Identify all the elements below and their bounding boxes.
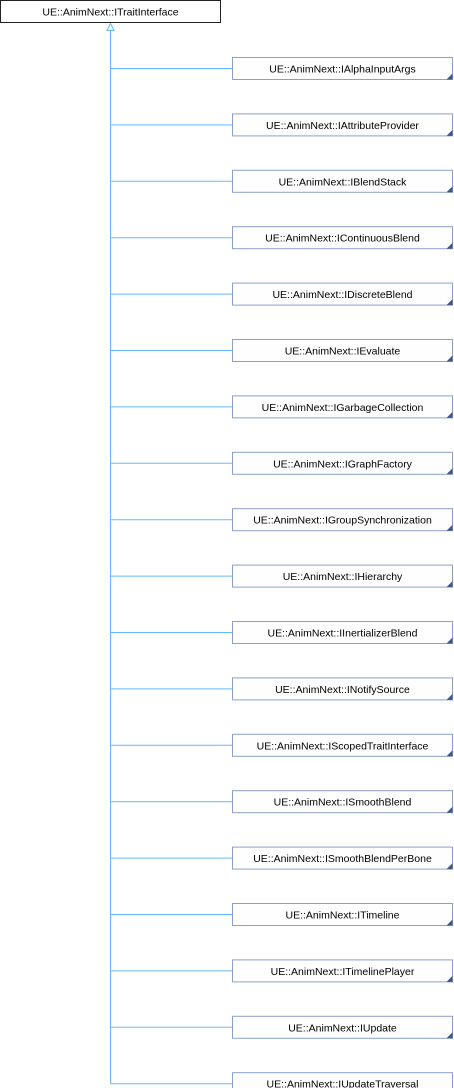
derived-class-label: UE::AnimNext::INotifySource [275,684,410,696]
derived-class-node[interactable]: UE::AnimNext::ITimelinePlayer [232,959,453,983]
derived-class-label: UE::AnimNext::IGroupSynchronization [253,515,432,527]
more-indicator-icon [446,73,453,80]
derived-class-label: UE::AnimNext::ITimeline [286,910,400,922]
derived-class-node[interactable]: UE::AnimNext::IGroupSynchronization [232,508,453,532]
more-indicator-icon [446,242,453,249]
more-indicator-icon [446,524,453,531]
more-indicator-icon [446,863,453,870]
derived-class-node[interactable]: UE::AnimNext::IInertializerBlend [232,621,453,644]
more-indicator-icon [446,919,453,926]
derived-class-label: UE::AnimNext::IUpdateTraversal [267,1079,419,1088]
derived-class-label: UE::AnimNext::ITimelinePlayer [271,966,415,978]
derived-class-label: UE::AnimNext::IEvaluate [285,346,401,358]
more-indicator-icon [446,1032,453,1039]
derived-class-node[interactable]: UE::AnimNext::IGarbageCollection [232,395,453,419]
more-indicator-icon [446,411,453,418]
more-indicator-icon [446,581,453,588]
inheritance-edges [106,22,233,1085]
derived-class-nodes: UE::AnimNext::IAlphaInputArgsUE::AnimNex… [232,57,453,1088]
derived-class-label: UE::AnimNext::IContinuousBlend [265,233,420,245]
derived-class-node[interactable]: UE::AnimNext::IScopedTraitInterface [232,733,453,757]
derived-class-node[interactable]: UE::AnimNext::IEvaluate [232,339,453,362]
more-indicator-icon [446,468,453,475]
derived-class-node[interactable]: UE::AnimNext::ISmoothBlend [232,790,453,814]
more-indicator-icon [446,355,453,362]
derived-class-node[interactable]: UE::AnimNext::IGraphFactory [232,451,453,475]
derived-class-node[interactable]: UE::AnimNext::IContinuousBlend [232,226,453,250]
derived-class-label: UE::AnimNext::IHierarchy [283,571,403,583]
derived-class-label: UE::AnimNext::IGarbageCollection [262,402,424,414]
derived-class-label: UE::AnimNext::IDiscreteBlend [272,289,412,301]
more-indicator-icon [446,693,453,700]
derived-class-label: UE::AnimNext::IAlphaInputArgs [269,64,415,76]
derived-class-label: UE::AnimNext::IUpdate [288,1022,397,1034]
derived-class-label: UE::AnimNext::ISmoothBlendPerBone [253,853,432,865]
derived-class-label: UE::AnimNext::IInertializerBlend [268,628,418,640]
derived-class-node[interactable]: UE::AnimNext::IDiscreteBlend [232,282,453,306]
derived-class-label: UE::AnimNext::IBlendStack [279,176,408,188]
derived-class-label: UE::AnimNext::IScopedTraitInterface [257,740,429,752]
derived-class-label: UE::AnimNext::IGraphFactory [273,458,413,470]
derived-class-node[interactable]: UE::AnimNext::IAttributeProvider [232,113,453,137]
derived-class-node[interactable]: UE::AnimNext::IAlphaInputArgs [232,57,453,80]
derived-class-label: UE::AnimNext::ISmoothBlend [274,797,412,809]
derived-class-node[interactable]: UE::AnimNext::ITimeline [232,903,453,926]
more-indicator-icon [446,299,453,306]
more-indicator-icon [446,129,453,136]
inheritance-arrowhead-icon [106,22,115,31]
derived-class-node[interactable]: UE::AnimNext::IBlendStack [232,169,453,193]
more-indicator-icon [446,806,453,813]
derived-class-label: UE::AnimNext::IAttributeProvider [266,120,419,132]
root-class-label: UE::AnimNext::ITraitInterface [42,7,178,19]
derived-class-node[interactable]: UE::AnimNext::IUpdate [232,1015,453,1039]
more-indicator-icon [446,186,453,193]
more-indicator-icon [446,637,453,644]
derived-class-node[interactable]: UE::AnimNext::ISmoothBlendPerBone [232,846,453,870]
derived-class-node[interactable]: UE::AnimNext::IUpdateTraversal [232,1072,453,1088]
root-class-node[interactable]: UE::AnimNext::ITraitInterface [0,0,221,23]
derived-class-node[interactable]: UE::AnimNext::INotifySource [232,677,453,701]
more-indicator-icon [446,750,453,757]
derived-class-node[interactable]: UE::AnimNext::IHierarchy [232,564,453,588]
more-indicator-icon [446,975,453,982]
